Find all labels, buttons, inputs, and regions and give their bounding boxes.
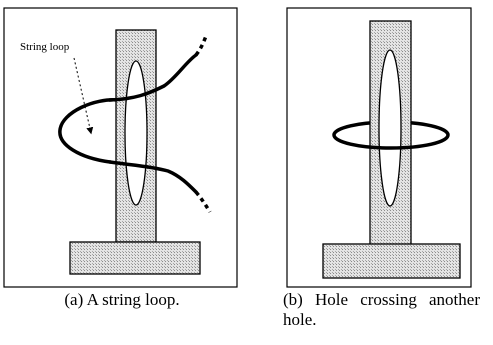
panel-b-frame — [286, 7, 472, 288]
panel-a-string-front — [108, 53, 198, 102]
panel-a: String loop — [3, 7, 238, 288]
caption-a: (a) A string loop. — [64, 290, 180, 309]
panel-a-annotation-arrow — [73, 57, 94, 135]
panel-b-ring-front — [332, 134, 450, 150]
panel-a-frame — [3, 7, 238, 288]
panel-a-string-upper-dotted — [194, 35, 208, 57]
panel-a-base — [69, 241, 201, 275]
panel-a-hole — [124, 60, 148, 206]
caption-b: (b) Hole crossing another hole. — [283, 290, 480, 329]
panel-b — [286, 7, 472, 288]
panel-b-base — [322, 243, 461, 279]
panel-b-hole — [378, 49, 402, 207]
panel-a-string-lower — [108, 160, 198, 194]
panel-a-string-back — [58, 98, 120, 164]
panel-a-annotation-label: String loop — [20, 41, 70, 53]
panel-a-string-lower-dotted — [194, 190, 212, 213]
